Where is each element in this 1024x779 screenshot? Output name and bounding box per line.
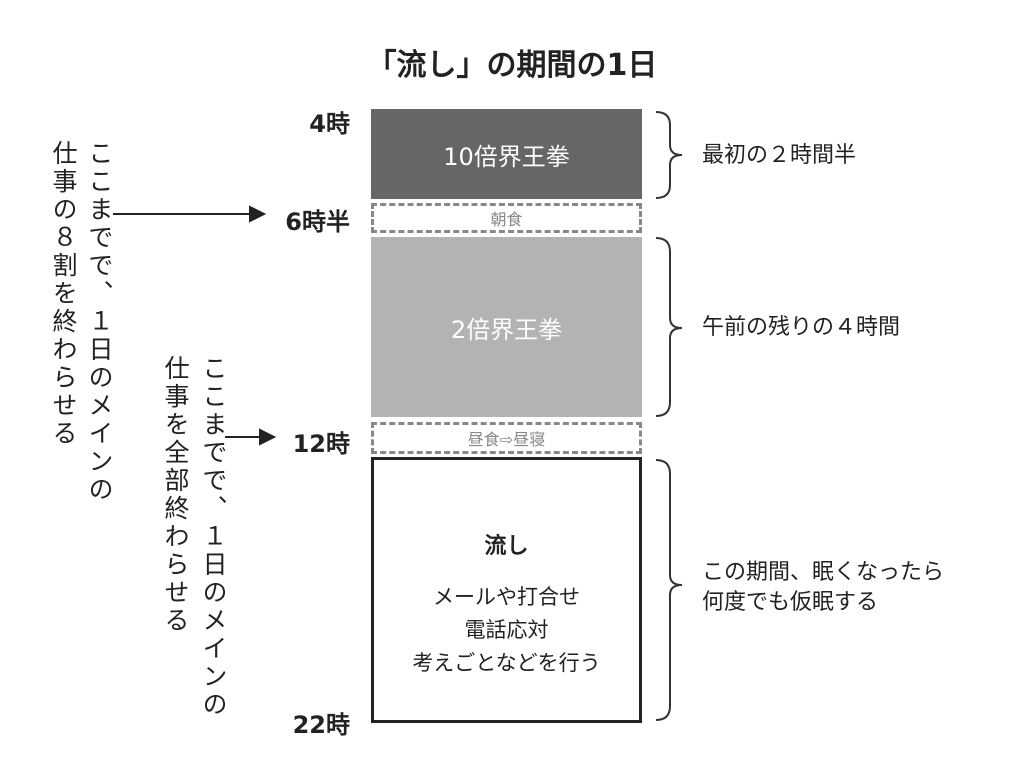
block-breakfast: 朝食 bbox=[371, 203, 642, 233]
arrow-to-6-30 bbox=[113, 205, 267, 223]
diagram-title: 「流し」の期間の1日 bbox=[366, 48, 658, 83]
label-nap: この期間、眠くなったら 何度でも仮眠する bbox=[702, 558, 944, 618]
brace-2 bbox=[655, 237, 683, 417]
label-nap-line: この期間、眠くなったら bbox=[702, 560, 945, 585]
nagashi-line: メールや打合せ bbox=[433, 585, 580, 609]
label-remaining-4h: 午前の残りの４時間 bbox=[702, 315, 901, 340]
label-nap-line: 何度でも仮眠する bbox=[702, 590, 879, 615]
note-2-col2: 仕事を全部終わらせる bbox=[161, 355, 190, 635]
time-4: 4時 bbox=[309, 110, 350, 138]
time-22: 22時 bbox=[292, 711, 350, 739]
label-first-2-5h: 最初の２時間半 bbox=[702, 143, 857, 168]
nagashi-line: 電話応対 bbox=[464, 618, 549, 642]
arrow-to-12 bbox=[225, 428, 277, 446]
nagashi-title: 流し bbox=[484, 534, 529, 559]
time-12: 12時 bbox=[292, 430, 350, 458]
time-6-30: 6時半 bbox=[285, 208, 350, 236]
note-1-col2: 仕事の８割を終わらせる bbox=[49, 140, 78, 448]
block-lunch-nap: 昼食⇨昼寝 bbox=[371, 422, 642, 454]
block-10x: 10倍界王拳 bbox=[371, 109, 642, 199]
note-2-col1: ここまでで、１日のメインの bbox=[199, 355, 228, 719]
brace-3 bbox=[655, 459, 683, 721]
block-2x: 2倍界王拳 bbox=[371, 237, 642, 417]
block-nagashi: 流し メールや打合せ 電話応対 考えごとなどを行う bbox=[371, 457, 642, 723]
note-1-col1: ここまでで、１日のメインの bbox=[85, 140, 114, 504]
nagashi-line: 考えごとなどを行う bbox=[412, 651, 601, 675]
brace-1 bbox=[655, 111, 683, 199]
